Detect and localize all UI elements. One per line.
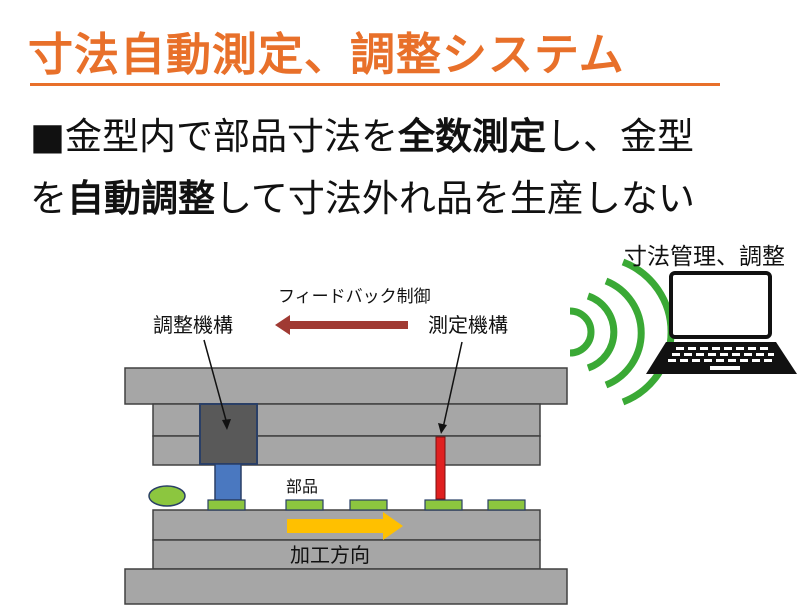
body-line-2-text-a: を — [30, 177, 67, 220]
bottom-plate — [124, 568, 568, 605]
emphasis-full-measurement: 全数測定 — [397, 115, 546, 158]
slide-title: 寸法自動測定、調整システム — [28, 28, 625, 81]
adjust-mechanism-label: 調整機構 — [153, 313, 233, 337]
bullet-square: ■ — [30, 115, 65, 158]
adjuster-rod — [214, 463, 242, 501]
measure-pointer-line — [442, 341, 463, 429]
feedback-arrow — [275, 315, 408, 335]
measure-mechanism-label: 測定機構 — [428, 313, 508, 337]
body-line-1-text-a: 金型内で部品寸法を — [64, 115, 398, 158]
title-underline — [30, 83, 720, 86]
adjust-pointer-line — [203, 339, 228, 425]
body-line-2-text-b: して寸法外れ品を生産しない — [215, 177, 695, 220]
part-5 — [487, 499, 526, 511]
measure-pointer-head — [438, 423, 447, 434]
wireless-signal-icon — [569, 258, 675, 406]
emphasis-auto-adjustment: 自動調整 — [67, 177, 215, 220]
part-label: 部品 — [286, 477, 319, 496]
direction-arrow — [287, 512, 403, 540]
lower-die-plate-b — [152, 539, 541, 570]
part-ellipse — [148, 485, 186, 507]
body-line-1: ■金型内で部品寸法を全数測定し、金型 — [30, 118, 790, 155]
laptop-icon — [646, 271, 797, 374]
part-2 — [285, 499, 324, 511]
management-label: 寸法管理、調整 — [624, 244, 785, 270]
body-line-2: を自動調整して寸法外れ品を生産しない — [30, 180, 790, 217]
top-plate — [124, 367, 568, 405]
part-3 — [349, 499, 388, 511]
adjuster-block — [199, 403, 258, 465]
body-line-1-text-b: し、金型 — [545, 115, 694, 158]
sensor-rod — [435, 436, 446, 500]
part-4 — [424, 499, 463, 511]
part-1 — [207, 499, 246, 511]
adjust-pointer-head — [222, 419, 231, 430]
direction-label: 加工方向 — [290, 543, 370, 567]
feedback-label: フィードバック制御 — [278, 287, 431, 307]
